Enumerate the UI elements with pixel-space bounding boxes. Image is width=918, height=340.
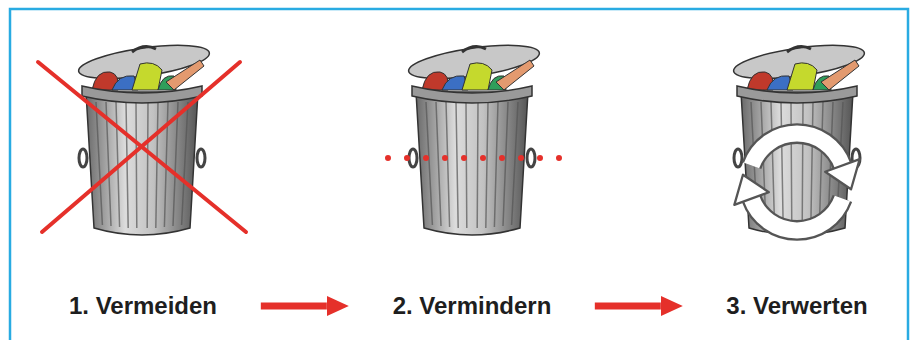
step-label: 1. Vermeiden <box>65 290 221 322</box>
frame <box>10 9 908 340</box>
recycle-head <box>825 159 860 189</box>
step-label: 3. Verwerten <box>722 290 871 322</box>
step-text: 2. Vermindern <box>393 292 552 320</box>
trash-can <box>732 39 867 235</box>
recycle-arc <box>752 134 843 166</box>
recycle-arc <box>752 199 843 231</box>
recycle-head <box>734 175 768 205</box>
recycle-arc <box>752 199 843 231</box>
dotted-line <box>388 155 560 161</box>
flow-arrow <box>261 303 327 310</box>
step-label: 2. Vermindern <box>389 290 556 322</box>
step-text: 1. Vermeiden <box>69 292 217 320</box>
flow-arrow <box>595 303 661 310</box>
recycle-arc <box>752 134 843 166</box>
cross-line <box>38 62 246 232</box>
cross-mark <box>38 62 246 232</box>
trash-can <box>407 39 542 235</box>
cross-line <box>42 62 240 232</box>
recycle-symbol <box>734 134 859 231</box>
step-text: 3. Verwerten <box>726 292 867 320</box>
trash-can <box>77 39 212 235</box>
